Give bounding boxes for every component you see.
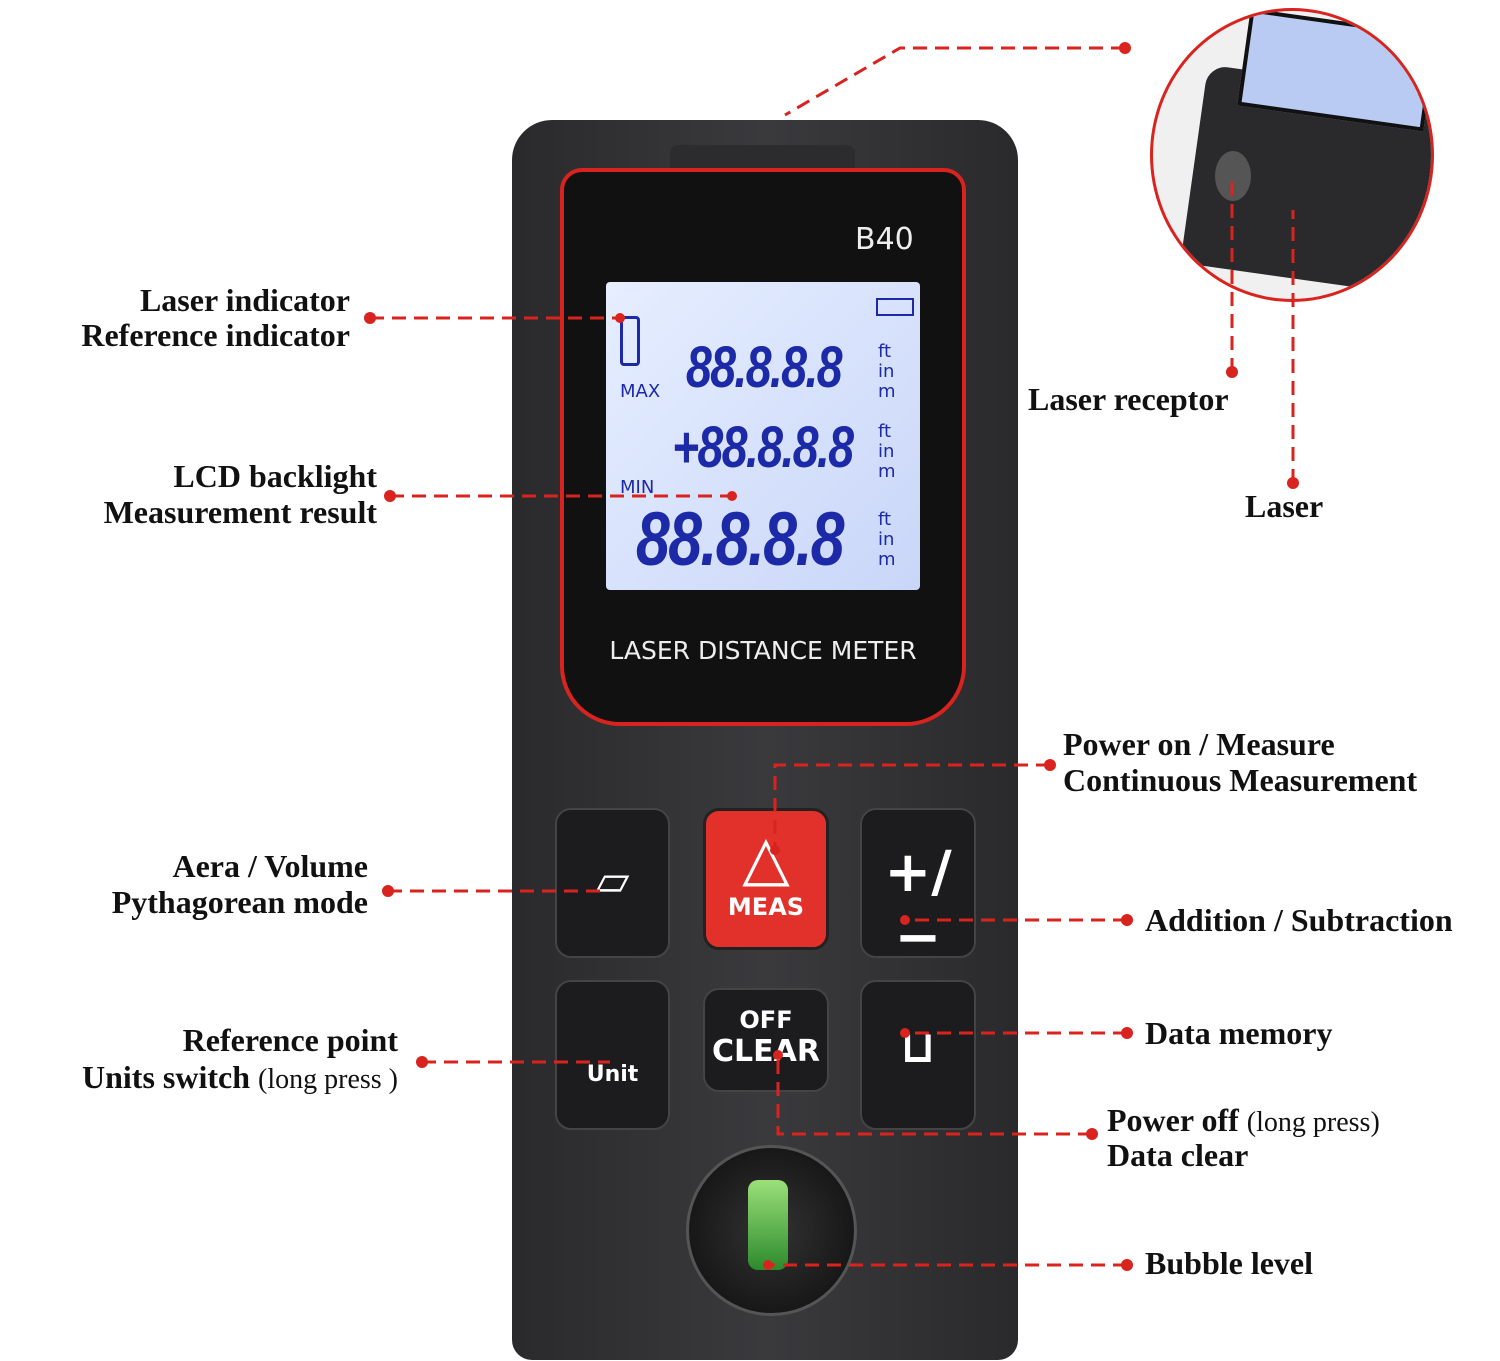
memory-button[interactable]: ⊔ <box>860 980 976 1130</box>
callout-laser-receptor: Laser receptor <box>1028 381 1229 417</box>
callout-bubble-level: Bubble level <box>1145 1245 1314 1281</box>
callout-reference-indicator: Reference indicator <box>81 317 350 353</box>
lcd-row-3: 88.8.8.8 <box>636 497 845 582</box>
area-volume-button[interactable]: ▱ <box>555 808 670 958</box>
callout-area-volume: Aera / Volume <box>172 848 368 884</box>
meas-button[interactable]: △ MEAS <box>703 808 829 950</box>
lcd-display: 88.8.8.8 +88.8.8.8 88.8.8.8 MAX MIN ft i… <box>606 282 920 590</box>
lcd-row-2: +88.8.8.8 <box>672 415 854 480</box>
meas-label: MEAS <box>727 893 805 921</box>
max-label: MAX <box>620 381 661 402</box>
min-label: MIN <box>620 477 655 498</box>
unit-button[interactable]: Unit <box>555 980 670 1130</box>
unit-label: Unit <box>586 1062 639 1087</box>
battery-icon <box>876 298 914 316</box>
callout-add-sub: Addition / Subtraction <box>1145 902 1453 938</box>
cube-icon: ▱ <box>595 855 630 906</box>
callout-laser: Laser <box>1245 488 1324 524</box>
callout-pythagorean: Pythagorean mode <box>111 884 368 920</box>
callout-data-clear: Data clear <box>1107 1137 1249 1173</box>
units-row-3: ft in m <box>878 509 896 570</box>
callout-continuous: Continuous Measurement <box>1063 762 1418 798</box>
off-label: OFF <box>739 1006 793 1034</box>
reference-icon <box>620 316 640 366</box>
model-label: B40 <box>855 222 914 257</box>
callout-reference-point: Reference point <box>182 1022 398 1058</box>
lcd-row-1: 88.8.8.8 <box>686 335 843 400</box>
callout-power-off: Power off (long press) <box>1107 1102 1380 1138</box>
laser-warning-icon: △ <box>742 821 790 894</box>
callout-lcd-backlight: LCD backlight <box>173 458 377 494</box>
clear-label: CLEAR <box>712 1034 820 1069</box>
callout-measurement-result: Measurement result <box>103 494 377 530</box>
callout-units-switch: Units switch (long press ) <box>82 1059 398 1095</box>
off-clear-button[interactable]: OFF CLEAR <box>703 988 829 1092</box>
units-row-2: ft in m <box>878 421 896 482</box>
bubble-vial <box>748 1180 788 1270</box>
callout-laser-indicator: Laser indicator <box>139 282 350 318</box>
brand-label: LASER DISTANCE METER <box>609 636 917 665</box>
callout-power-on: Power on / Measure <box>1063 726 1335 762</box>
callout-data-memory: Data memory <box>1145 1015 1333 1051</box>
units-row-1: ft in m <box>878 341 896 402</box>
